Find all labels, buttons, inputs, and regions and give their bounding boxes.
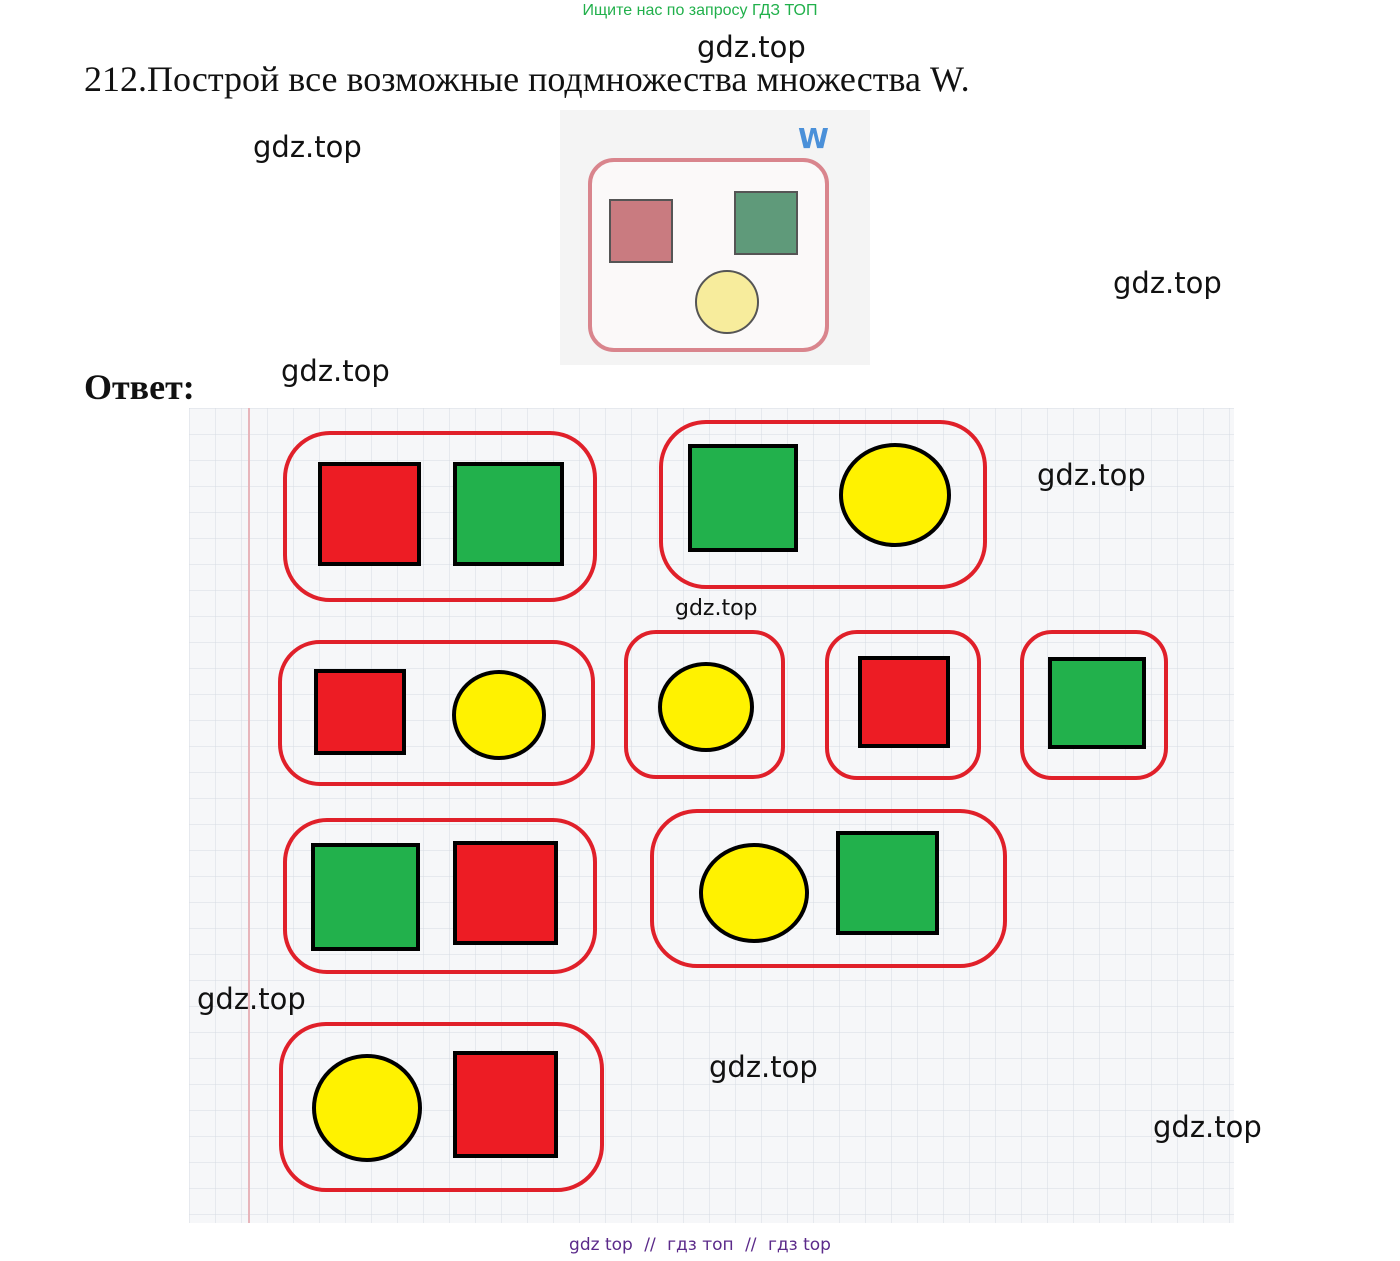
subset-green-red bbox=[283, 818, 597, 974]
red-square-icon bbox=[609, 199, 673, 263]
watermark: gdz.top bbox=[253, 130, 362, 164]
watermark: gdz.top bbox=[197, 982, 306, 1016]
subset-outline bbox=[283, 431, 597, 602]
task-number: 212. bbox=[84, 59, 147, 99]
answer-label: Ответ: bbox=[84, 367, 195, 407]
watermark: gdz.top bbox=[1153, 1110, 1262, 1144]
green-square-icon bbox=[688, 444, 798, 552]
red-square-icon bbox=[314, 669, 406, 755]
watermark: gdz.top bbox=[697, 30, 806, 64]
yellow-circle-icon bbox=[839, 443, 951, 547]
green-square-icon bbox=[836, 831, 939, 935]
subset-outline bbox=[650, 809, 1007, 968]
footer-separator: // bbox=[745, 1235, 757, 1255]
red-square-icon bbox=[318, 462, 421, 566]
subset-outline bbox=[624, 630, 785, 779]
watermark: gdz.top bbox=[1037, 458, 1146, 492]
search-banner[interactable]: Ищите нас по запросу ГДЗ ТОП bbox=[582, 2, 818, 19]
subset-green-yellow bbox=[659, 420, 987, 589]
subset-outline bbox=[825, 630, 981, 780]
set-label: W bbox=[798, 122, 829, 155]
subset-outline bbox=[278, 640, 595, 786]
task-heading: 212.Построй все возможные подмножества м… bbox=[84, 58, 970, 100]
green-square-icon bbox=[734, 191, 798, 255]
green-square-icon bbox=[1048, 657, 1146, 749]
footer-link[interactable]: гдз топ bbox=[667, 1235, 734, 1255]
red-square-icon bbox=[453, 1051, 558, 1158]
answer-notebook bbox=[189, 408, 1234, 1223]
set-w-illustration: W bbox=[560, 110, 870, 365]
subset-outline bbox=[279, 1022, 604, 1192]
green-square-icon bbox=[311, 843, 420, 951]
red-square-icon bbox=[858, 656, 950, 748]
subset-red-green bbox=[283, 431, 597, 602]
footer-separator: // bbox=[644, 1235, 656, 1255]
subset-yellow-green bbox=[650, 809, 1007, 968]
subset-outline bbox=[1020, 630, 1168, 780]
task-text: Построй все возможные подмножества множе… bbox=[147, 59, 970, 99]
subset-red bbox=[825, 630, 981, 780]
yellow-circle-icon bbox=[658, 662, 754, 752]
footer-link[interactable]: gdz top bbox=[569, 1235, 633, 1255]
watermark: gdz.top bbox=[675, 596, 758, 621]
yellow-circle-icon bbox=[695, 270, 759, 334]
footer-links: gdz top // гдз топ // гдз top bbox=[0, 1235, 1400, 1255]
watermark: gdz.top bbox=[709, 1050, 818, 1084]
yellow-circle-icon bbox=[312, 1054, 422, 1162]
subset-yellow bbox=[624, 630, 785, 779]
watermark: gdz.top bbox=[1113, 266, 1222, 300]
watermark: gdz.top bbox=[281, 354, 390, 388]
subset-outline bbox=[283, 818, 597, 974]
subset-red-yellow bbox=[278, 640, 595, 786]
red-square-icon bbox=[453, 841, 558, 945]
green-square-icon bbox=[453, 462, 564, 566]
subset-outline bbox=[659, 420, 987, 589]
subset-yellow-red bbox=[279, 1022, 604, 1192]
yellow-circle-icon bbox=[452, 670, 546, 760]
footer-link[interactable]: гдз top bbox=[767, 1235, 831, 1255]
yellow-circle-icon bbox=[699, 843, 809, 943]
subset-green bbox=[1020, 630, 1168, 780]
